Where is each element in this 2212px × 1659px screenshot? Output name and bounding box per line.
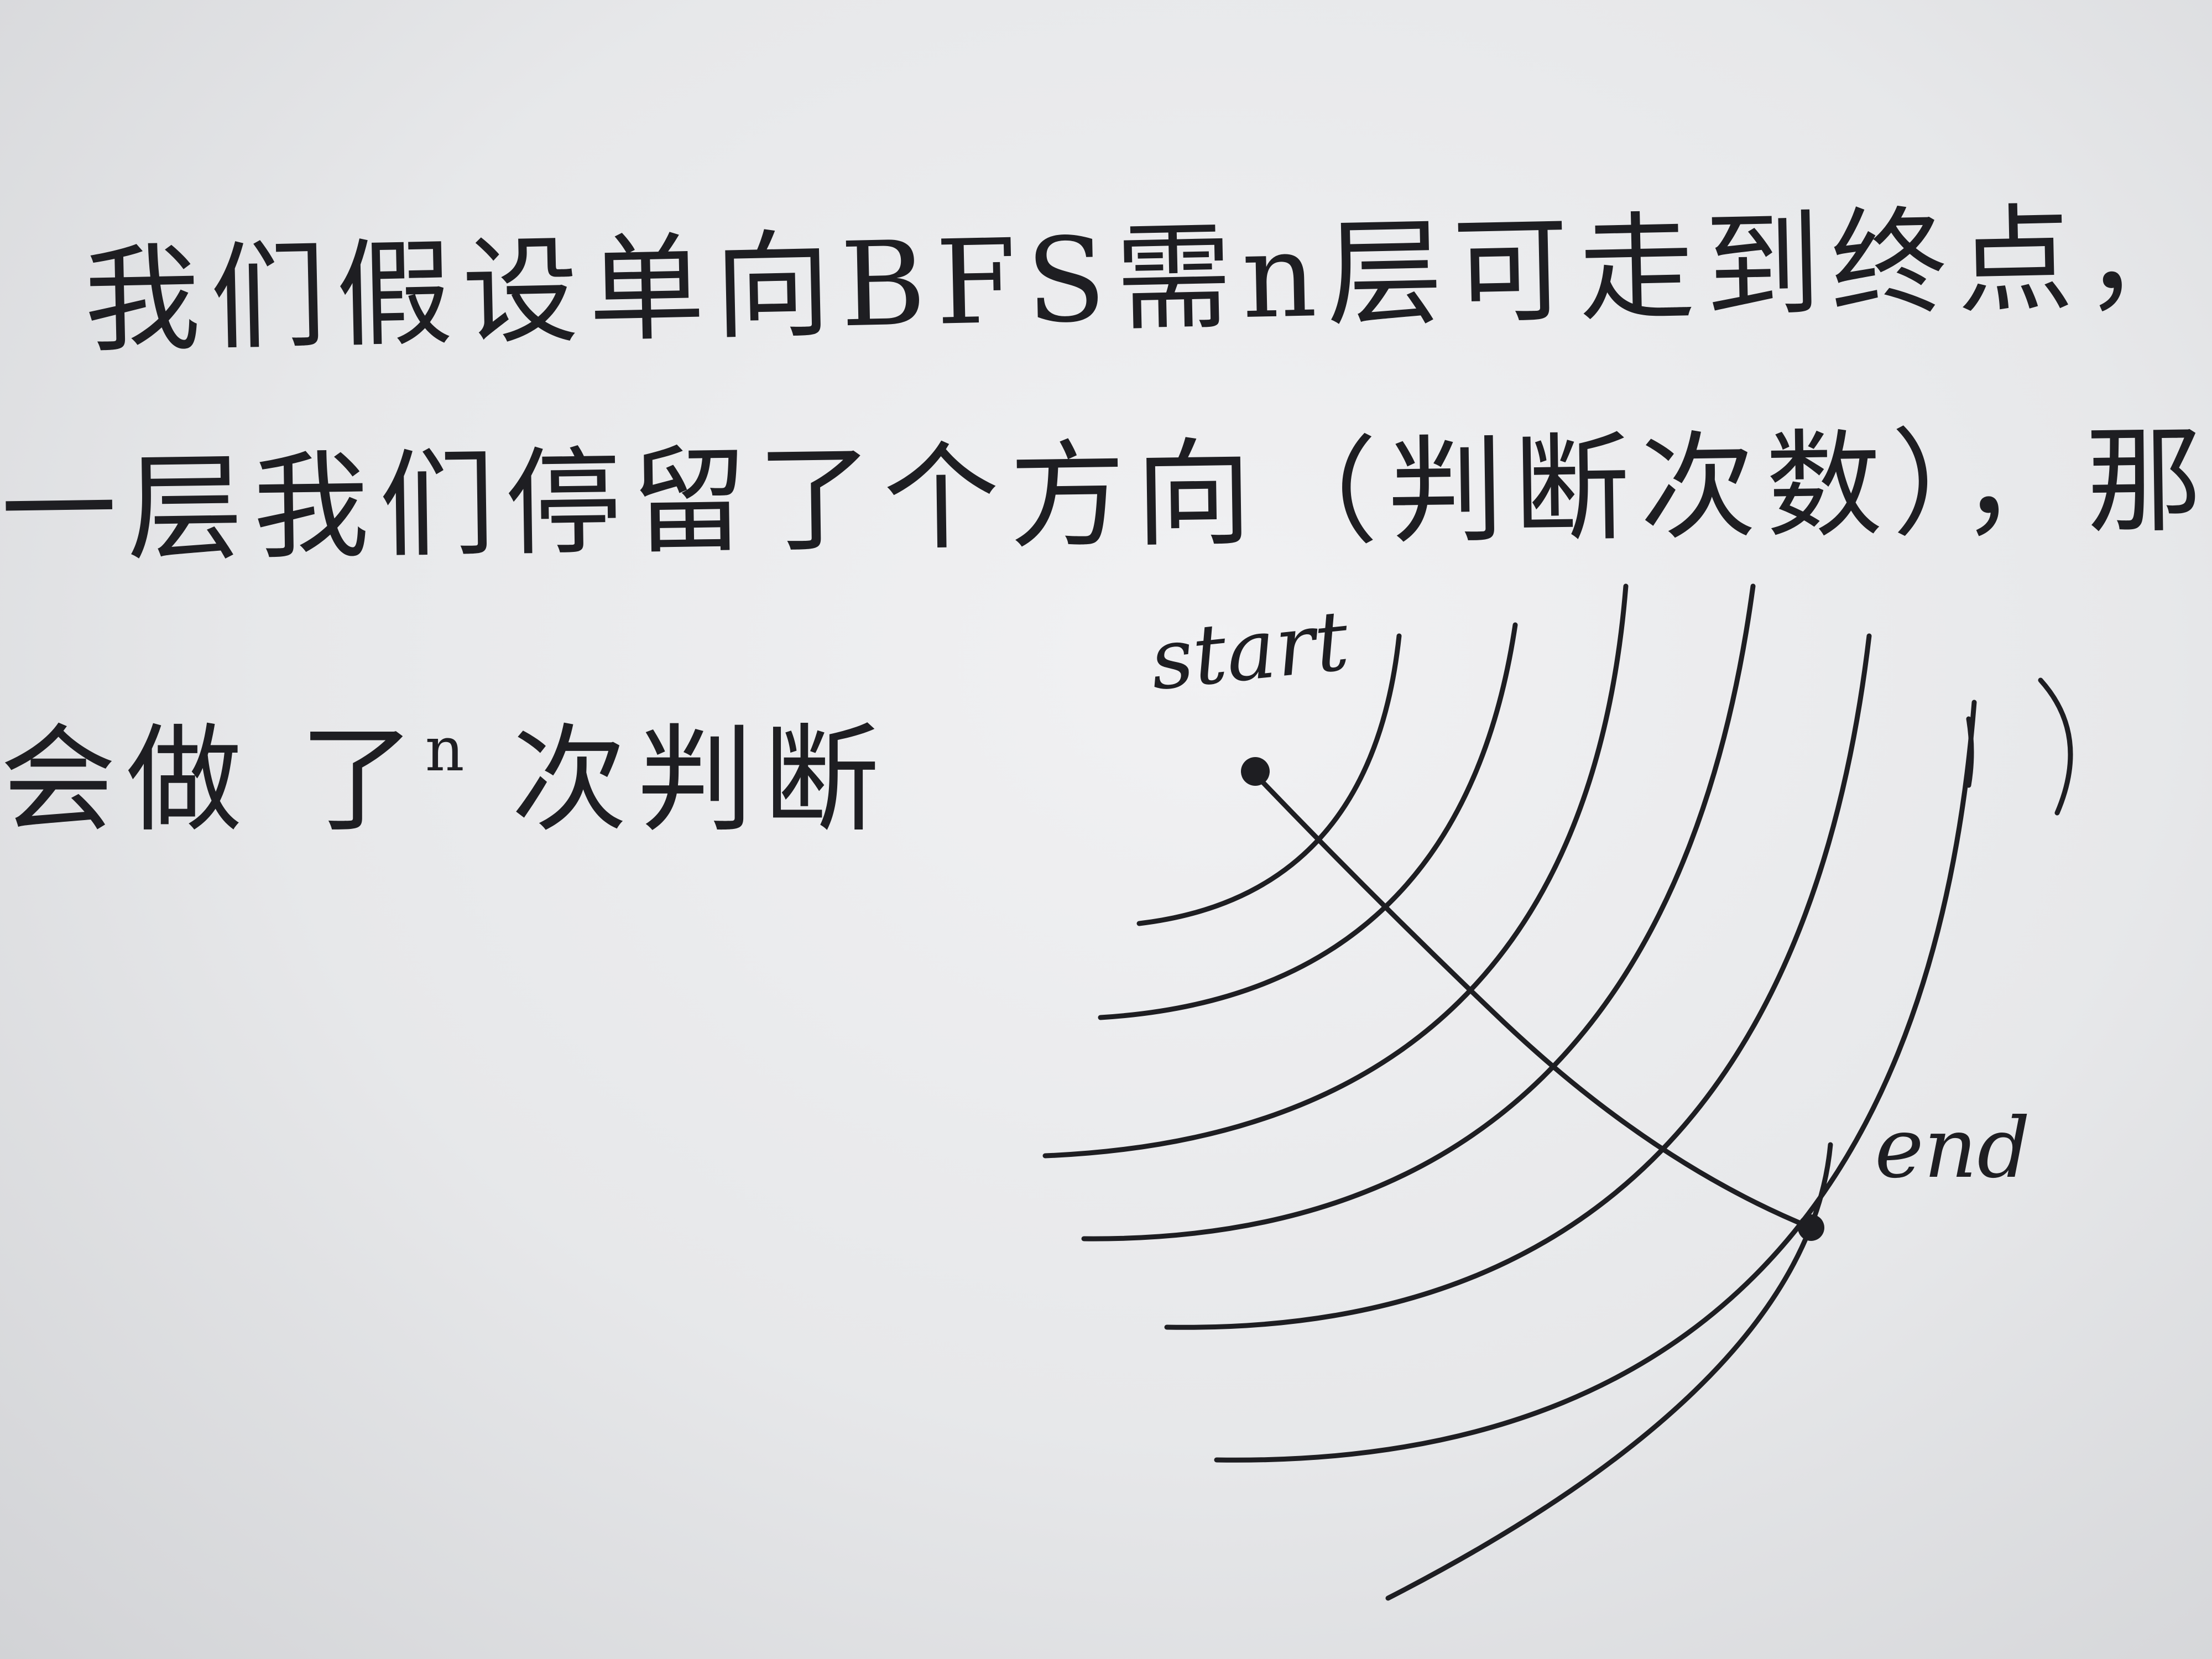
- note-line-3-text-b: 次判断: [464, 712, 890, 848]
- note-line-3-text-a: 会做 了: [0, 712, 425, 848]
- note-line-3-superscript: n: [425, 714, 465, 785]
- layer-arc-9: [2038, 677, 2073, 816]
- start-end-line: [1247, 766, 1814, 1230]
- layer-arc-3: [1042, 583, 1629, 1159]
- layer-arc-1: [1136, 633, 1402, 926]
- layer-arc-4: [1081, 583, 1756, 1241]
- start-label: start: [1145, 592, 1353, 709]
- start-point: [1241, 757, 1270, 786]
- end-point: [1798, 1214, 1824, 1241]
- layer-arc-7: [1385, 1142, 1833, 1601]
- end-label: end: [1875, 1100, 2031, 1197]
- layer-arc-8: [1966, 716, 1974, 788]
- note-line-3: 会做 了n 次判断: [0, 719, 889, 838]
- layer-arc-5: [1164, 633, 1872, 1330]
- layer-arc-6: [1214, 700, 1977, 1463]
